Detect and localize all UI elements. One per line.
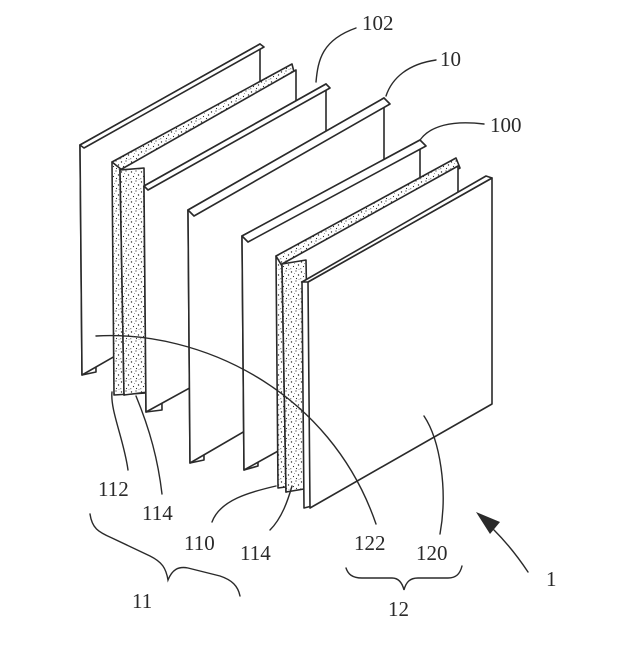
label-114-left: 114 — [142, 501, 173, 525]
label-122: 122 — [354, 531, 386, 555]
leader-102 — [316, 28, 356, 82]
brace-11 — [90, 514, 240, 596]
leader-110 — [212, 486, 276, 522]
label-10: 10 — [440, 47, 461, 71]
label-120: 120 — [416, 541, 448, 565]
label-1: 1 — [546, 567, 557, 591]
label-114-right: 114 — [240, 541, 271, 565]
label-12: 12 — [388, 597, 409, 621]
leader-1 — [494, 530, 528, 572]
label-110: 110 — [184, 531, 215, 555]
brace-12 — [346, 566, 462, 590]
leader-114-right — [270, 486, 292, 530]
leader-10 — [386, 60, 436, 96]
label-11: 11 — [132, 589, 152, 613]
leader-100 — [420, 123, 484, 140]
label-102: 102 — [362, 11, 394, 35]
label-112: 112 — [98, 477, 129, 501]
leader-112 — [112, 392, 128, 470]
arrow-1-head — [476, 512, 500, 534]
label-100: 100 — [490, 113, 522, 137]
